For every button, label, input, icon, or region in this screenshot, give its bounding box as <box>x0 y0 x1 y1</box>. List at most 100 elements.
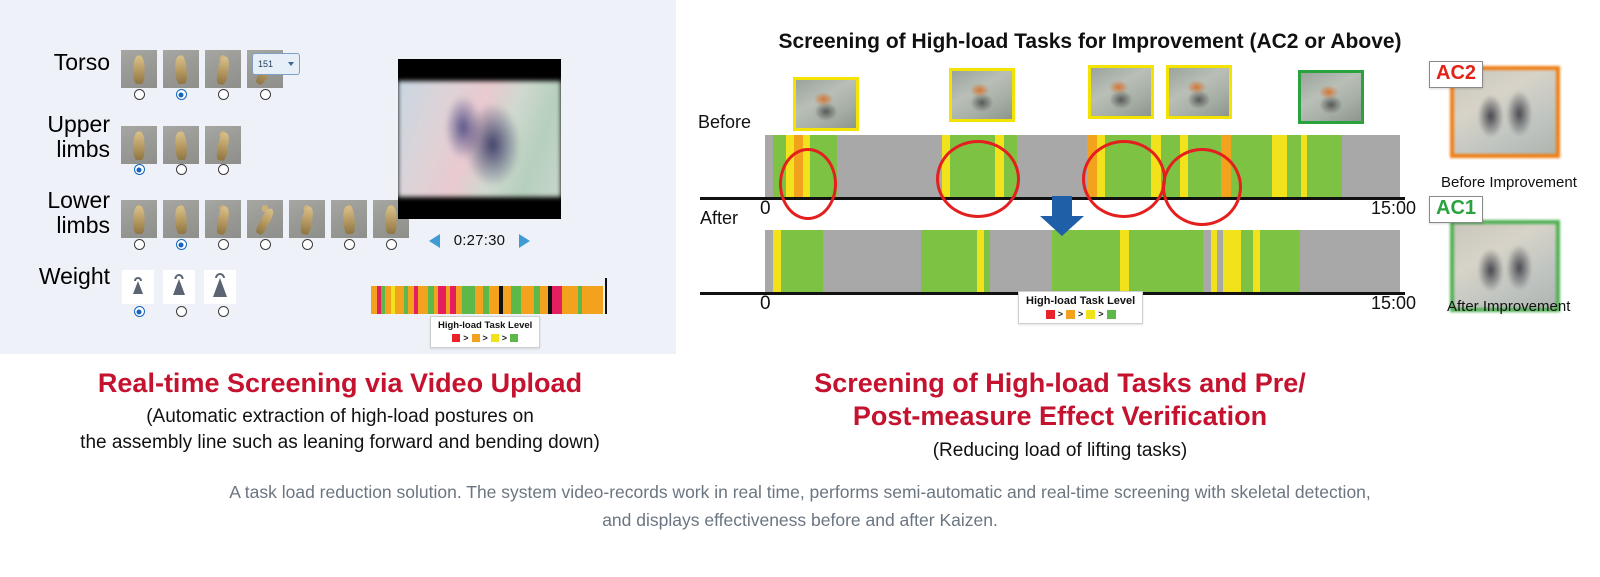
timeline-segment <box>1259 230 1300 292</box>
timeline-segment <box>1252 230 1260 292</box>
timeline-segment <box>1017 135 1088 197</box>
lower-limbs-radio-4[interactable] <box>244 239 286 250</box>
load-level-segment <box>582 286 603 314</box>
load-level-segment <box>450 286 457 314</box>
lower-limbs-radio-3[interactable] <box>202 239 244 250</box>
weight-icon-medium[interactable] <box>163 270 195 304</box>
load-level-segment <box>413 286 418 314</box>
ac1-badge: AC1 <box>1429 196 1484 223</box>
lower-limbs-radio-7[interactable] <box>370 239 412 250</box>
torso-radio-2[interactable] <box>160 89 202 100</box>
load-level-segment <box>562 286 579 314</box>
weight-radio-group[interactable] <box>118 306 244 317</box>
lower-limbs-radio-5[interactable] <box>286 239 328 250</box>
lower-limb-pose-thumbnail[interactable] <box>247 200 283 238</box>
torso-radio-group[interactable] <box>118 89 286 100</box>
left-caption-title: Real-time Screening via Video Upload <box>97 368 583 398</box>
high-load-thumbnail[interactable] <box>1166 65 1232 119</box>
high-load-thumbnail[interactable] <box>1298 70 1364 124</box>
lower-limbs-radio-2[interactable] <box>160 239 202 250</box>
previous-frame-icon[interactable] <box>428 233 440 248</box>
upper-limbs-radio-3[interactable] <box>202 164 244 175</box>
legend-separator: > <box>463 333 469 343</box>
weight-icon-heavy[interactable] <box>204 270 236 304</box>
timeline-segment <box>989 230 1052 292</box>
high-load-thumbnail[interactable] <box>949 68 1015 122</box>
upper-limbs-radio-group[interactable] <box>118 164 244 175</box>
lower-limb-pose-thumbnail[interactable] <box>121 200 157 238</box>
timeline-segment <box>1128 230 1203 292</box>
load-level-segment <box>551 286 563 314</box>
high-load-thumbnail[interactable] <box>793 77 859 131</box>
video-timecode: 0:27:30 <box>453 232 506 249</box>
torso-radio-1[interactable] <box>118 89 160 100</box>
lower-limbs-pose-options[interactable] <box>121 200 409 238</box>
timeline-segment <box>1222 230 1241 292</box>
timeline-segment <box>1240 230 1253 292</box>
torso-row-label: Torso <box>53 49 110 75</box>
lower-limbs-radio-group[interactable] <box>118 239 412 250</box>
lower-limb-pose-thumbnail[interactable] <box>331 200 367 238</box>
weight-radio-2[interactable] <box>160 306 202 317</box>
legend-title: High-load Task Level <box>1026 295 1136 307</box>
lower-limb-pose-thumbnail[interactable] <box>289 200 325 238</box>
upper-limbs-pose-options[interactable] <box>121 126 241 164</box>
timeline-segment <box>765 135 773 197</box>
weight-icon-light[interactable] <box>122 270 154 304</box>
load-level-segment <box>488 286 500 314</box>
footer-line2: and displays effectiveness before and af… <box>602 510 998 530</box>
before-timeline-label: Before <box>698 112 752 132</box>
lower-limb-pose-thumbnail[interactable] <box>205 200 241 238</box>
torso-radio-4[interactable] <box>244 89 286 100</box>
highlight-ellipse <box>779 148 837 220</box>
load-level-segment <box>391 286 396 314</box>
load-level-segment <box>474 286 483 314</box>
upper-limb-pose-thumbnail[interactable] <box>163 126 199 164</box>
torso-radio-3[interactable] <box>202 89 244 100</box>
after-axis-start-tick: 0 <box>760 293 771 314</box>
load-level-segment <box>533 286 540 314</box>
timeline-segment <box>1299 230 1400 292</box>
upper-limb-pose-thumbnail[interactable] <box>205 126 241 164</box>
down-arrow-icon <box>1040 196 1084 236</box>
load-level-segments[interactable] <box>371 286 603 314</box>
right-caption-title-line2: Post-measure Effect Verification <box>852 401 1268 431</box>
torso-pose-thumbnail[interactable] <box>121 50 157 88</box>
load-level-segment <box>547 286 552 314</box>
load-level-segment <box>462 286 475 314</box>
upper-limbs-radio-1[interactable] <box>118 164 160 175</box>
upper-limbs-label-line1: Upper <box>47 111 110 137</box>
timeline-segment <box>836 135 942 197</box>
before-axis-start-tick: 0 <box>760 198 771 219</box>
load-level-segment <box>407 286 414 314</box>
weight-radio-3[interactable] <box>202 306 244 317</box>
legend-separator: > <box>482 333 488 343</box>
lower-limb-pose-thumbnail[interactable] <box>163 200 199 238</box>
frame-number-select[interactable]: 151 <box>252 53 300 75</box>
weight-options[interactable] <box>122 270 236 304</box>
load-level-timeline-strip[interactable] <box>371 278 607 314</box>
timeline-segment <box>765 230 773 292</box>
legend-swatches: >>> <box>438 333 532 343</box>
torso-pose-thumbnail[interactable] <box>163 50 199 88</box>
lower-limbs-label-line1: Lower <box>47 187 110 213</box>
lower-limbs-radio-1[interactable] <box>118 239 160 250</box>
upper-limb-pose-thumbnail[interactable] <box>121 126 157 164</box>
upper-limbs-radio-2[interactable] <box>160 164 202 175</box>
legend-swatch <box>510 334 519 342</box>
video-preview[interactable] <box>398 59 561 219</box>
timeline-segment <box>1306 135 1342 197</box>
legend-separator: > <box>1098 309 1104 319</box>
video-playback-controls[interactable]: 0:27:30 <box>398 232 561 249</box>
timeline-segment <box>983 230 990 292</box>
weight-radio-1[interactable] <box>118 306 160 317</box>
high-load-thumbnail[interactable] <box>1088 65 1154 119</box>
torso-pose-thumbnail[interactable] <box>205 50 241 88</box>
next-frame-icon[interactable] <box>519 233 531 248</box>
timeline-playhead-marker[interactable] <box>605 278 607 314</box>
lower-limbs-radio-6[interactable] <box>328 239 370 250</box>
after-timeline[interactable] <box>765 230 1400 292</box>
load-level-segment <box>456 286 463 314</box>
timeline-segment <box>1202 230 1211 292</box>
